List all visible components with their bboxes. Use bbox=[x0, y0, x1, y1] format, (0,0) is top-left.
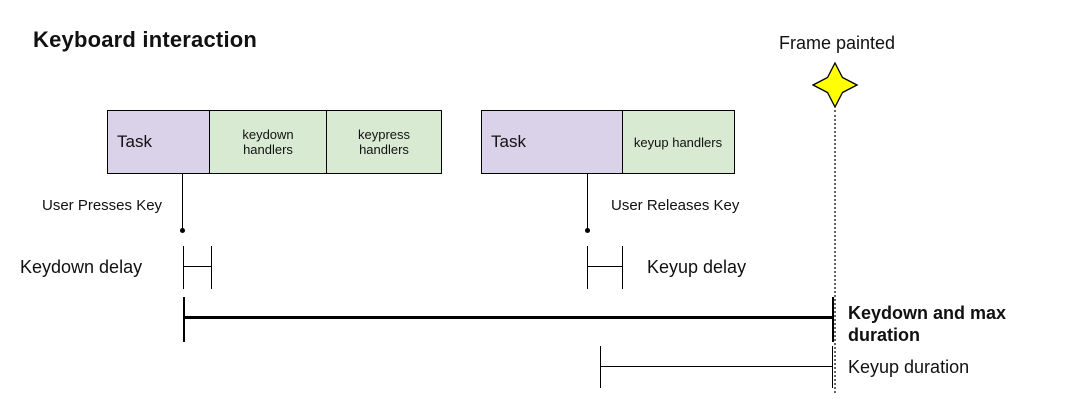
keydown-duration-end-tick bbox=[831, 297, 834, 342]
keyup-handlers-box: keyup handlers bbox=[621, 110, 735, 174]
user-releases-key-label: User Releases Key bbox=[611, 197, 740, 214]
keyup-delay-span bbox=[588, 266, 623, 267]
keyup-duration-span bbox=[601, 366, 833, 367]
keydown-duration-span bbox=[184, 316, 833, 319]
keydown-handlers-box: keydown handlers bbox=[208, 110, 328, 174]
keyup-duration-label: Keyup duration bbox=[848, 357, 970, 377]
keyup-delay-start-tick bbox=[587, 246, 588, 289]
page-title: Keyboard interaction bbox=[33, 27, 258, 52]
keydown-delay-end-tick bbox=[211, 246, 212, 289]
keydown-task-box: Task bbox=[107, 110, 210, 174]
keyup-task-box: Task bbox=[481, 110, 623, 174]
handler-label: keyup handlers bbox=[633, 134, 723, 150]
keyup-task-row: Task keyup handlers bbox=[481, 110, 735, 174]
keyup-duration-start-tick bbox=[600, 346, 601, 388]
keyup-event-line bbox=[584, 174, 590, 233]
task-label: Task bbox=[491, 132, 526, 151]
keydown-delay-span bbox=[184, 266, 212, 267]
frame-painted-label: Frame painted bbox=[779, 33, 896, 53]
handler-label: keydown handlers bbox=[242, 127, 294, 157]
keydown-delay-label: Keydown delay bbox=[20, 257, 143, 277]
task-label: Task bbox=[117, 132, 152, 151]
user-presses-key-label: User Presses Key bbox=[42, 197, 163, 214]
keypress-handlers-box: keypress handlers bbox=[326, 110, 442, 174]
keydown-event-line bbox=[179, 174, 185, 233]
keydown-max-duration-label: Keydown and max duration bbox=[848, 303, 1007, 345]
keyup-duration-end-tick bbox=[832, 346, 833, 388]
four-point-star-icon bbox=[812, 62, 858, 108]
keyup-delay-label: Keyup delay bbox=[647, 257, 747, 277]
handler-label: keypress handlers bbox=[357, 127, 411, 157]
keydown-duration-start-tick bbox=[182, 297, 185, 342]
frame-painted-timeline bbox=[834, 110, 836, 393]
keydown-task-row: Task keydown handlers keypress handlers bbox=[107, 110, 442, 174]
keydown-delay-start-tick bbox=[183, 246, 184, 289]
keyup-delay-end-tick bbox=[622, 246, 623, 289]
